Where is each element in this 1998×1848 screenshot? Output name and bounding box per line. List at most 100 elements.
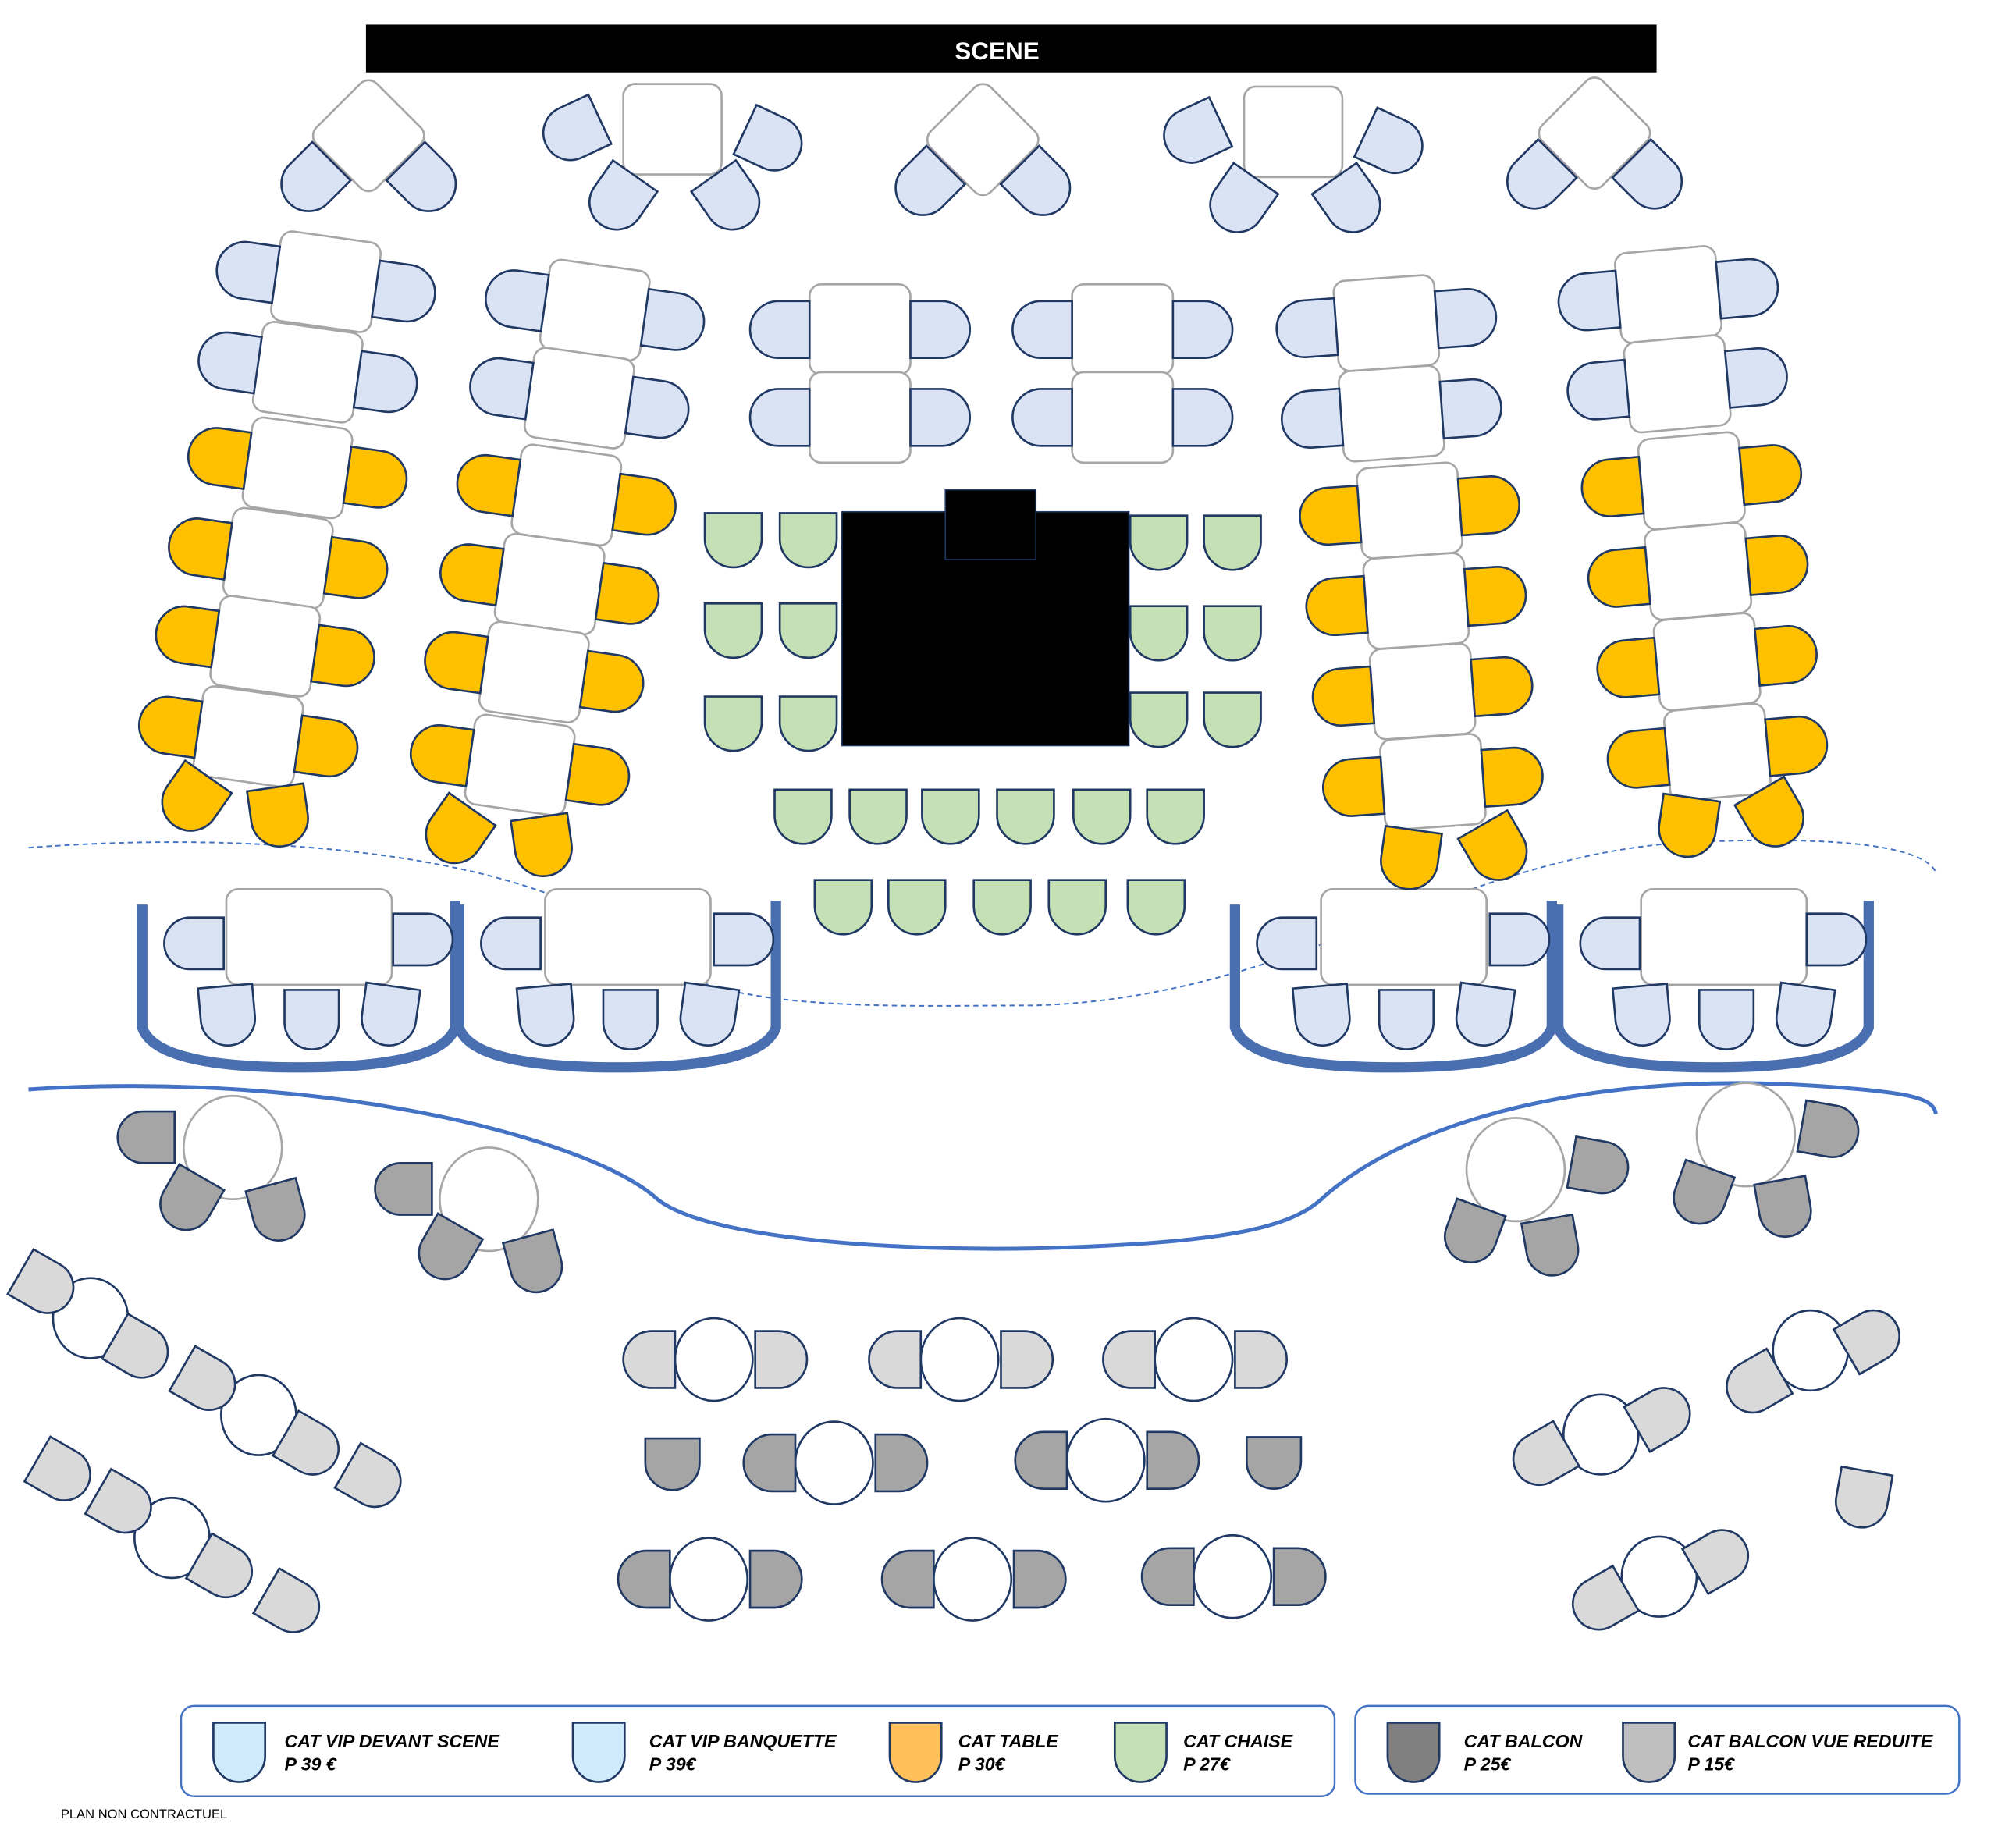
seat-cat-balcon[interactable] — [1438, 1197, 1507, 1270]
seat-cat-table[interactable] — [415, 791, 497, 874]
seat-cat-table[interactable] — [165, 515, 233, 581]
seat-cat-balcon-vue-reduite[interactable] — [6, 1247, 83, 1323]
seat-vip-devant-scene[interactable] — [1310, 161, 1391, 243]
seat-vip-devant-scene[interactable] — [624, 375, 692, 442]
seat-vip-banquette[interactable] — [1579, 916, 1641, 971]
seat-cat-balcon[interactable] — [1140, 1547, 1195, 1607]
seat-cat-balcon-vue-reduite[interactable] — [184, 1532, 261, 1607]
seat-cat-table[interactable] — [1595, 636, 1661, 699]
seat-cat-balcon-vue-reduite[interactable] — [1563, 1564, 1641, 1639]
seat-cat-chaise[interactable] — [1203, 605, 1262, 662]
seat-cat-balcon[interactable] — [501, 1228, 568, 1299]
seat-cat-chaise[interactable] — [778, 602, 838, 659]
seat-cat-balcon-vue-reduite[interactable] — [1832, 1465, 1894, 1531]
seat-cat-balcon[interactable] — [116, 1110, 176, 1164]
seat-vip-devant-scene[interactable] — [467, 354, 535, 421]
seat-cat-table[interactable] — [1580, 455, 1645, 518]
seat-cat-table[interactable] — [1764, 714, 1829, 777]
seat-cat-table[interactable] — [1321, 755, 1386, 818]
seat-cat-chaise[interactable] — [1146, 788, 1205, 845]
seat-cat-balcon[interactable] — [1012, 1549, 1067, 1609]
seat-cat-chaise[interactable] — [778, 695, 838, 752]
seat-vip-devant-scene[interactable] — [1171, 300, 1234, 360]
seat-cat-balcon[interactable] — [244, 1176, 311, 1247]
seat-vip-devant-scene[interactable] — [748, 300, 811, 360]
seat-cat-table[interactable] — [510, 812, 576, 880]
seat-cat-chaise[interactable] — [1129, 605, 1189, 662]
seat-vip-banquette[interactable] — [602, 989, 659, 1050]
seat-vip-devant-scene[interactable] — [884, 144, 967, 226]
seat-cat-balcon[interactable] — [874, 1433, 929, 1493]
seat-vip-devant-scene[interactable] — [1566, 358, 1631, 421]
seat-vip-devant-scene[interactable] — [909, 388, 971, 447]
seat-cat-table[interactable] — [453, 452, 522, 517]
seat-cat-balcon-vue-reduite[interactable] — [1623, 1378, 1699, 1453]
seat-cat-table[interactable] — [1605, 727, 1671, 790]
seat-vip-devant-scene[interactable] — [270, 140, 353, 222]
seat-vip-banquette[interactable] — [197, 983, 258, 1048]
seat-cat-balcon-vue-reduite[interactable] — [754, 1330, 809, 1389]
seat-cat-chaise[interactable] — [778, 512, 838, 569]
seat-vip-banquette[interactable] — [1256, 916, 1318, 971]
seat-cat-balcon[interactable] — [1245, 1436, 1303, 1490]
seat-cat-table[interactable] — [407, 722, 475, 787]
seat-vip-devant-scene[interactable] — [352, 350, 421, 416]
seat-cat-balcon-vue-reduite[interactable] — [271, 1409, 348, 1484]
seat-vip-banquette[interactable] — [515, 983, 576, 1048]
seat-vip-banquette[interactable] — [358, 981, 422, 1049]
seat-vip-devant-scene[interactable] — [1171, 388, 1234, 447]
seat-vip-banquette[interactable] — [392, 912, 454, 967]
seat-vip-banquette[interactable] — [1611, 983, 1672, 1048]
seat-cat-balcon[interactable] — [1796, 1099, 1862, 1161]
seat-cat-table[interactable] — [310, 624, 379, 690]
seat-vip-devant-scene[interactable] — [1155, 95, 1234, 172]
seat-cat-table[interactable] — [1298, 484, 1363, 546]
seat-cat-balcon[interactable] — [1146, 1430, 1200, 1490]
seat-cat-table[interactable] — [611, 472, 680, 538]
seat-vip-devant-scene[interactable] — [1200, 161, 1280, 243]
seat-cat-chaise[interactable] — [972, 879, 1032, 936]
seat-vip-devant-scene[interactable] — [1496, 137, 1578, 220]
seat-vip-banquette[interactable] — [1805, 912, 1868, 967]
seat-cat-balcon-vue-reduite[interactable] — [1717, 1347, 1794, 1422]
seat-vip-devant-scene[interactable] — [1723, 346, 1789, 409]
seat-vip-devant-scene[interactable] — [1611, 137, 1693, 220]
seat-cat-balcon-vue-reduite[interactable] — [333, 1441, 410, 1516]
seat-vip-devant-scene[interactable] — [1556, 269, 1622, 332]
seat-cat-balcon-vue-reduite[interactable] — [84, 1467, 160, 1542]
seat-cat-chaise[interactable] — [887, 879, 947, 936]
seat-cat-table[interactable] — [1456, 474, 1521, 537]
seat-vip-devant-scene[interactable] — [1353, 106, 1431, 182]
seat-cat-balcon[interactable] — [617, 1549, 671, 1609]
seat-cat-table[interactable] — [1456, 808, 1537, 890]
seat-vip-devant-scene[interactable] — [748, 388, 811, 447]
seat-vip-devant-scene[interactable] — [1438, 378, 1503, 440]
seat-cat-balcon[interactable] — [1566, 1135, 1632, 1197]
seat-cat-chaise[interactable] — [773, 788, 833, 845]
seat-vip-banquette[interactable] — [1773, 981, 1836, 1049]
seat-cat-balcon[interactable] — [1014, 1430, 1068, 1490]
seat-cat-table[interactable] — [293, 714, 361, 780]
seat-cat-table[interactable] — [578, 649, 647, 716]
seat-cat-table[interactable] — [1378, 824, 1443, 893]
seat-cat-balcon-vue-reduite[interactable] — [1102, 1330, 1156, 1389]
seat-cat-chaise[interactable] — [703, 602, 763, 659]
seat-cat-balcon[interactable] — [374, 1162, 433, 1216]
seat-cat-table[interactable] — [1480, 746, 1545, 808]
seat-cat-balcon[interactable] — [1666, 1158, 1737, 1231]
seat-cat-balcon-vue-reduite[interactable] — [23, 1435, 99, 1510]
seat-vip-devant-scene[interactable] — [639, 287, 708, 354]
seat-cat-balcon[interactable] — [644, 1437, 701, 1491]
seat-cat-table[interactable] — [151, 759, 233, 842]
seat-cat-table[interactable] — [136, 693, 204, 759]
seat-vip-devant-scene[interactable] — [909, 300, 971, 360]
seat-cat-chaise[interactable] — [1072, 788, 1132, 845]
seat-cat-chaise[interactable] — [703, 512, 763, 569]
seat-cat-table[interactable] — [564, 742, 633, 808]
seat-cat-chaise[interactable] — [1129, 514, 1189, 571]
seat-vip-banquette[interactable] — [1378, 989, 1435, 1050]
seat-cat-balcon[interactable] — [1753, 1175, 1815, 1241]
seat-cat-table[interactable] — [322, 535, 391, 602]
seat-vip-devant-scene[interactable] — [195, 329, 263, 395]
seat-cat-table[interactable] — [185, 425, 253, 491]
